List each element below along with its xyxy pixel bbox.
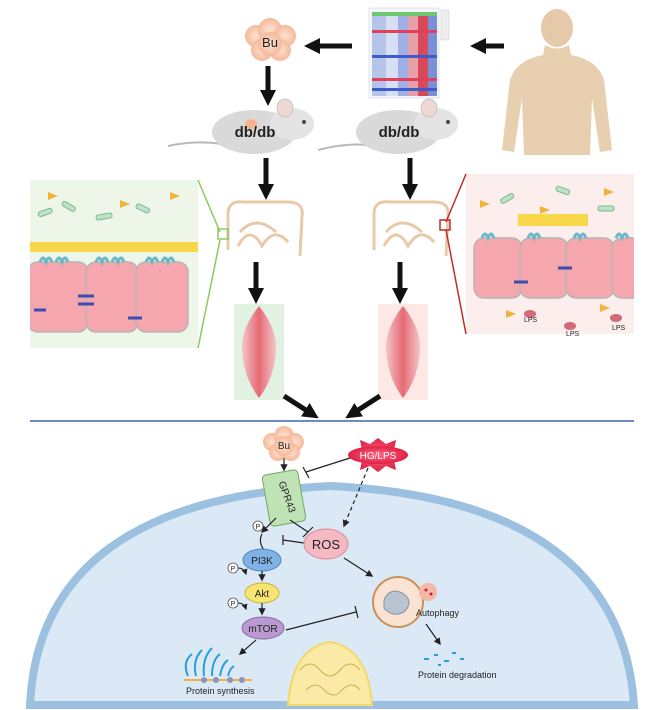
akt-node: Akt [244,582,280,604]
top-arrows [259,37,504,107]
mouse-right-label: db/db [379,124,420,141]
muscle-left [234,304,284,400]
mid-arrows [247,158,419,305]
ros-node: ROS [303,528,349,560]
intestine-right [372,200,450,257]
pi3k-node: PI3K [242,548,282,572]
ros-label: ROS [312,537,341,552]
butyrate-cell: Bu [263,426,304,461]
butyrate-top: Bu [245,18,296,61]
mtor-label: mTOR [248,624,277,635]
pi3k-label: PI3K [251,556,273,567]
muscle-cell [25,481,639,709]
muscle-right [378,304,428,400]
mouse-left-label: db/db [235,124,276,141]
autophagy-vesicle: Autophagy [372,576,460,628]
autophagy-label: Autophagy [416,608,460,618]
p2-label: P [231,566,236,573]
protein-fragments [424,652,464,666]
heatmap-icon [368,7,450,99]
lps-label-2: LPS [566,331,580,338]
converge-arrows [282,393,382,419]
signaling-edges [238,457,441,655]
bu-cell-label: Bu [278,441,290,452]
protein-synthesis-label: Protein synthesis [186,686,255,696]
mouse-left: db/db [167,98,314,154]
protein-synthesis-icon [184,647,252,683]
intestine-left [226,200,304,257]
gpr43-receptor: GPR43 [261,458,307,527]
gut-panel-left [30,179,229,349]
gut-panel-right: LPS LPS LPS [439,173,634,338]
mouse-right: db/db [317,98,458,154]
mtor-node: mTOR [241,616,285,640]
hg-lps-stimulus: HG/LPS [348,438,408,472]
lps-label-3: LPS [612,325,626,332]
hg-lps-label: HG/LPS [360,451,397,462]
human-silhouette-icon [502,9,612,155]
p3-label: P [231,601,236,608]
p1-label: P [256,524,261,531]
phospho-markers: P P P [227,520,264,611]
lps-label-1: LPS [524,317,538,324]
akt-label: Akt [255,589,270,600]
protein-degradation-label: Protein degradation [418,670,497,680]
bu-top-label: Bu [262,35,278,50]
